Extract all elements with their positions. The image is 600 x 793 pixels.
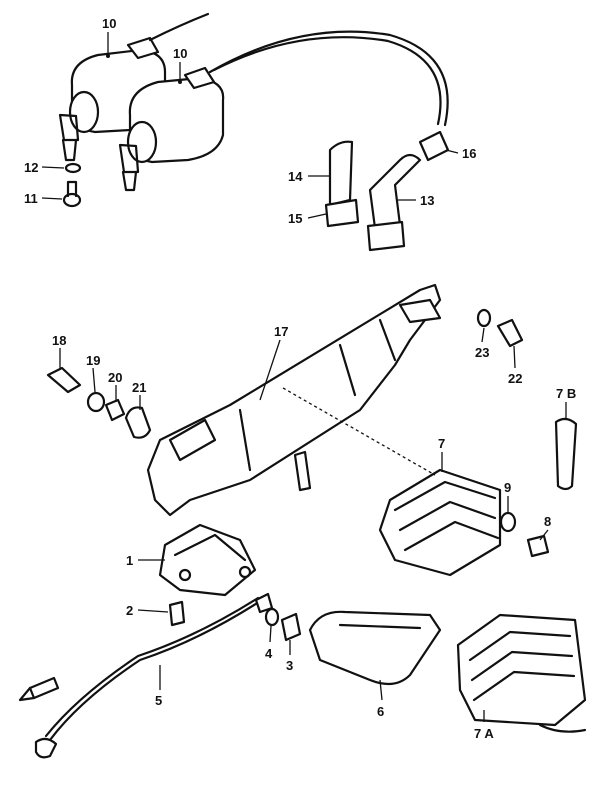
washer-9 xyxy=(499,511,517,533)
cover-6 xyxy=(308,610,442,686)
regulator-7a xyxy=(456,613,587,727)
callout-18: 18 xyxy=(52,333,66,348)
plug-cap-13 xyxy=(366,153,422,252)
bolt-18 xyxy=(46,366,82,394)
starter-relay-1 xyxy=(158,523,257,597)
callout-7b: 7 B xyxy=(556,386,576,401)
washer-23 xyxy=(476,308,492,328)
callout-7a: 7 A xyxy=(474,726,494,741)
washer-12 xyxy=(64,162,82,174)
mounting-bracket-17 xyxy=(146,283,442,517)
callout-8: 8 xyxy=(544,514,551,529)
front-direction-arrow-icon xyxy=(18,676,60,702)
callout-13: 13 xyxy=(420,193,434,208)
bolt-8 xyxy=(526,534,550,558)
callout-22: 22 xyxy=(508,371,522,386)
callout-9: 9 xyxy=(504,480,511,495)
callout-labels: 10 10 12 11 14 15 16 13 17 18 19 20 21 2… xyxy=(24,16,576,741)
callout-21: 21 xyxy=(132,380,146,395)
callout-7: 7 xyxy=(438,436,445,451)
plug-cap-14 xyxy=(324,140,360,228)
callout-11: 11 xyxy=(24,191,38,206)
screw-2 xyxy=(168,600,186,627)
screw-11 xyxy=(62,180,82,208)
callout-20: 20 xyxy=(108,370,122,385)
callout-10-rear: 10 xyxy=(102,16,116,31)
callout-10-front: 10 xyxy=(173,46,187,61)
callout-16: 16 xyxy=(462,146,476,161)
washer-19 xyxy=(86,391,106,413)
regulator-7 xyxy=(378,468,502,577)
callout-12: 12 xyxy=(24,160,38,175)
high-tension-lead-front xyxy=(208,30,449,127)
nut-3 xyxy=(280,612,302,642)
ignition-coil-front xyxy=(118,66,225,192)
callout-19: 19 xyxy=(86,353,100,368)
callout-23: 23 xyxy=(475,345,489,360)
callout-2: 2 xyxy=(126,603,133,618)
leader-lines xyxy=(41,32,567,722)
washer-4 xyxy=(264,607,280,627)
collar-20 xyxy=(104,398,126,422)
callout-3: 3 xyxy=(286,658,293,673)
callout-5: 5 xyxy=(155,693,162,708)
cushion-21 xyxy=(124,406,152,439)
bolt-22 xyxy=(496,318,524,348)
callout-14: 14 xyxy=(288,169,303,184)
callout-15: 15 xyxy=(288,211,302,226)
high-tension-lead-rear xyxy=(148,12,210,42)
callout-17: 17 xyxy=(274,324,288,339)
callout-4: 4 xyxy=(265,646,273,661)
callout-6: 6 xyxy=(377,704,384,719)
cap-16 xyxy=(418,130,450,162)
connector-7b xyxy=(554,417,578,491)
callout-1: 1 xyxy=(126,553,133,568)
lead-wire-5 xyxy=(48,598,264,742)
